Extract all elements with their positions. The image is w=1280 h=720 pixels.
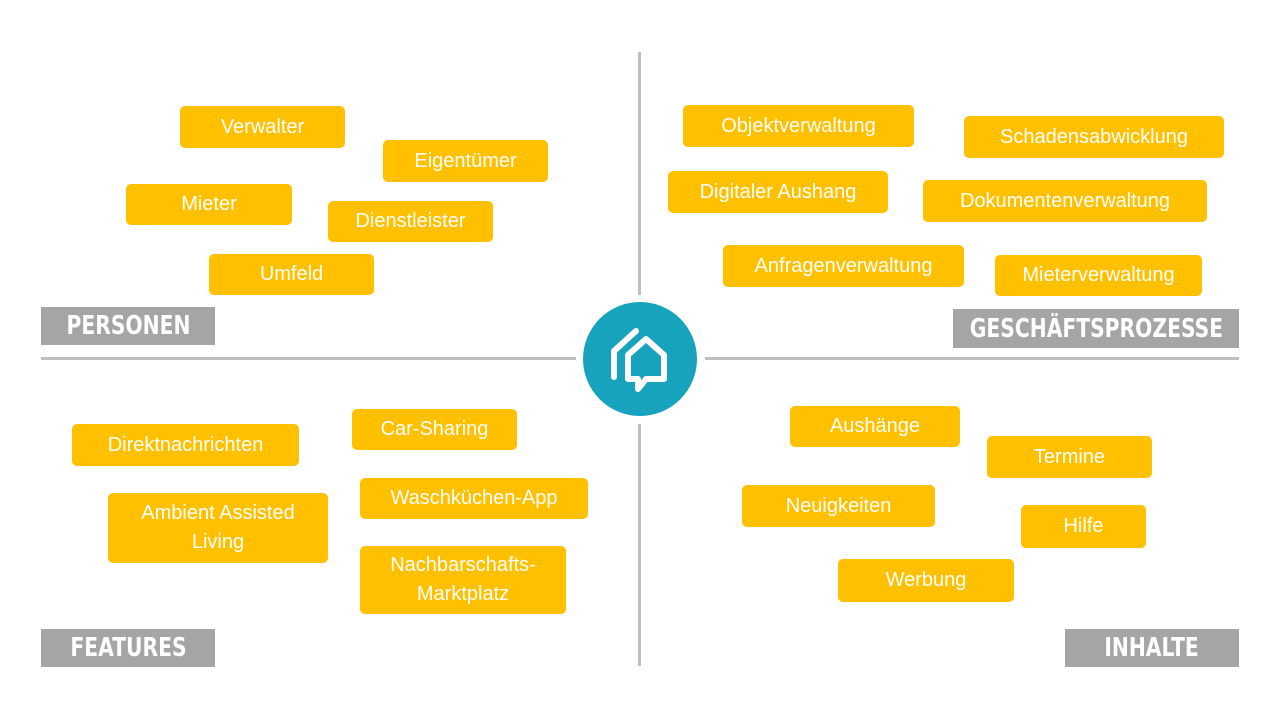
divider-horizontal-left	[41, 357, 576, 360]
tag-dokumentenverwaltung: Dokumentenverwaltung	[923, 180, 1207, 222]
quadrant-label-features: FEATURES	[41, 629, 215, 667]
tag-verwalter: Verwalter	[180, 106, 345, 148]
divider-vertical-top	[638, 52, 641, 295]
tag-direktnachrichten: Direktnachrichten	[72, 424, 299, 466]
tag-umfeld: Umfeld	[209, 254, 374, 295]
tag-hilfe: Hilfe	[1021, 505, 1146, 548]
quadrant-label-inhalte: INHALTE	[1065, 629, 1239, 667]
tag-mieter: Mieter	[126, 184, 292, 225]
tag-werbung: Werbung	[838, 559, 1014, 602]
tag-waschkuechen-app: Waschküchen-App	[360, 478, 588, 519]
tag-eigentuemer: Eigentümer	[383, 140, 548, 182]
house-chat-icon	[611, 328, 667, 392]
divider-vertical-bottom	[638, 424, 641, 666]
tag-mieterverwaltung: Mieterverwaltung	[995, 255, 1202, 296]
tag-neuigkeiten: Neuigkeiten	[742, 485, 935, 527]
tag-digitaler-aushang: Digitaler Aushang	[668, 171, 888, 213]
tag-dienstleister: Dienstleister	[328, 201, 493, 242]
tag-objektverwaltung: Objektverwaltung	[683, 105, 914, 147]
tag-termine: Termine	[987, 436, 1152, 478]
tag-aushaenge: Aushänge	[790, 406, 960, 447]
quadrant-label-geschaeftsprozesse: GESCHÄFTSPROZESSE	[953, 309, 1239, 348]
tag-nachbarschafts-marktplatz: Nachbarschafts- Marktplatz	[360, 546, 566, 614]
center-logo	[583, 302, 697, 416]
tag-car-sharing: Car-Sharing	[352, 409, 517, 450]
tag-ambient-assisted-living: Ambient Assisted Living	[108, 493, 328, 563]
divider-horizontal-right	[705, 357, 1239, 360]
quadrant-label-personen: PERSONEN	[41, 307, 215, 345]
tag-schadensabwicklung: Schadensabwicklung	[964, 116, 1224, 158]
tag-anfragenverwaltung: Anfragenverwaltung	[723, 245, 964, 287]
